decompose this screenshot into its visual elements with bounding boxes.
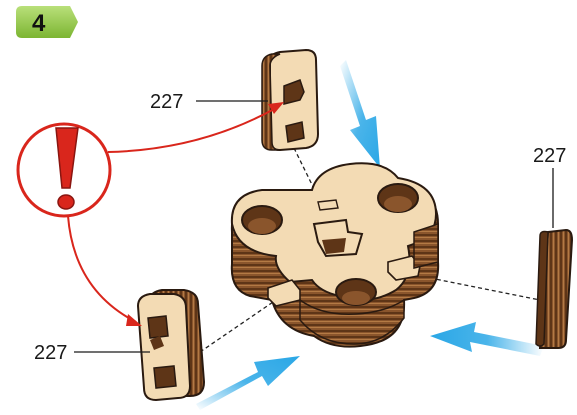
step-badge: 4 [16,6,78,38]
warning-marker [18,124,110,216]
arrow-up-right-icon [196,356,300,410]
arrow-left-icon [430,322,544,356]
step-badge-shape [16,6,78,38]
part-227-top [262,50,318,150]
step-number: 4 [32,10,46,37]
part-label-right: 227 [533,145,566,167]
callout-line-top [108,108,276,152]
central-hub [232,163,438,346]
part-label-bottom: 227 [34,342,67,364]
part-227-right [536,230,572,348]
part-227-bottom [138,290,204,400]
arrow-down-icon [340,60,380,168]
callout-line-bottom [68,216,136,322]
part-label-top: 227 [150,91,183,113]
